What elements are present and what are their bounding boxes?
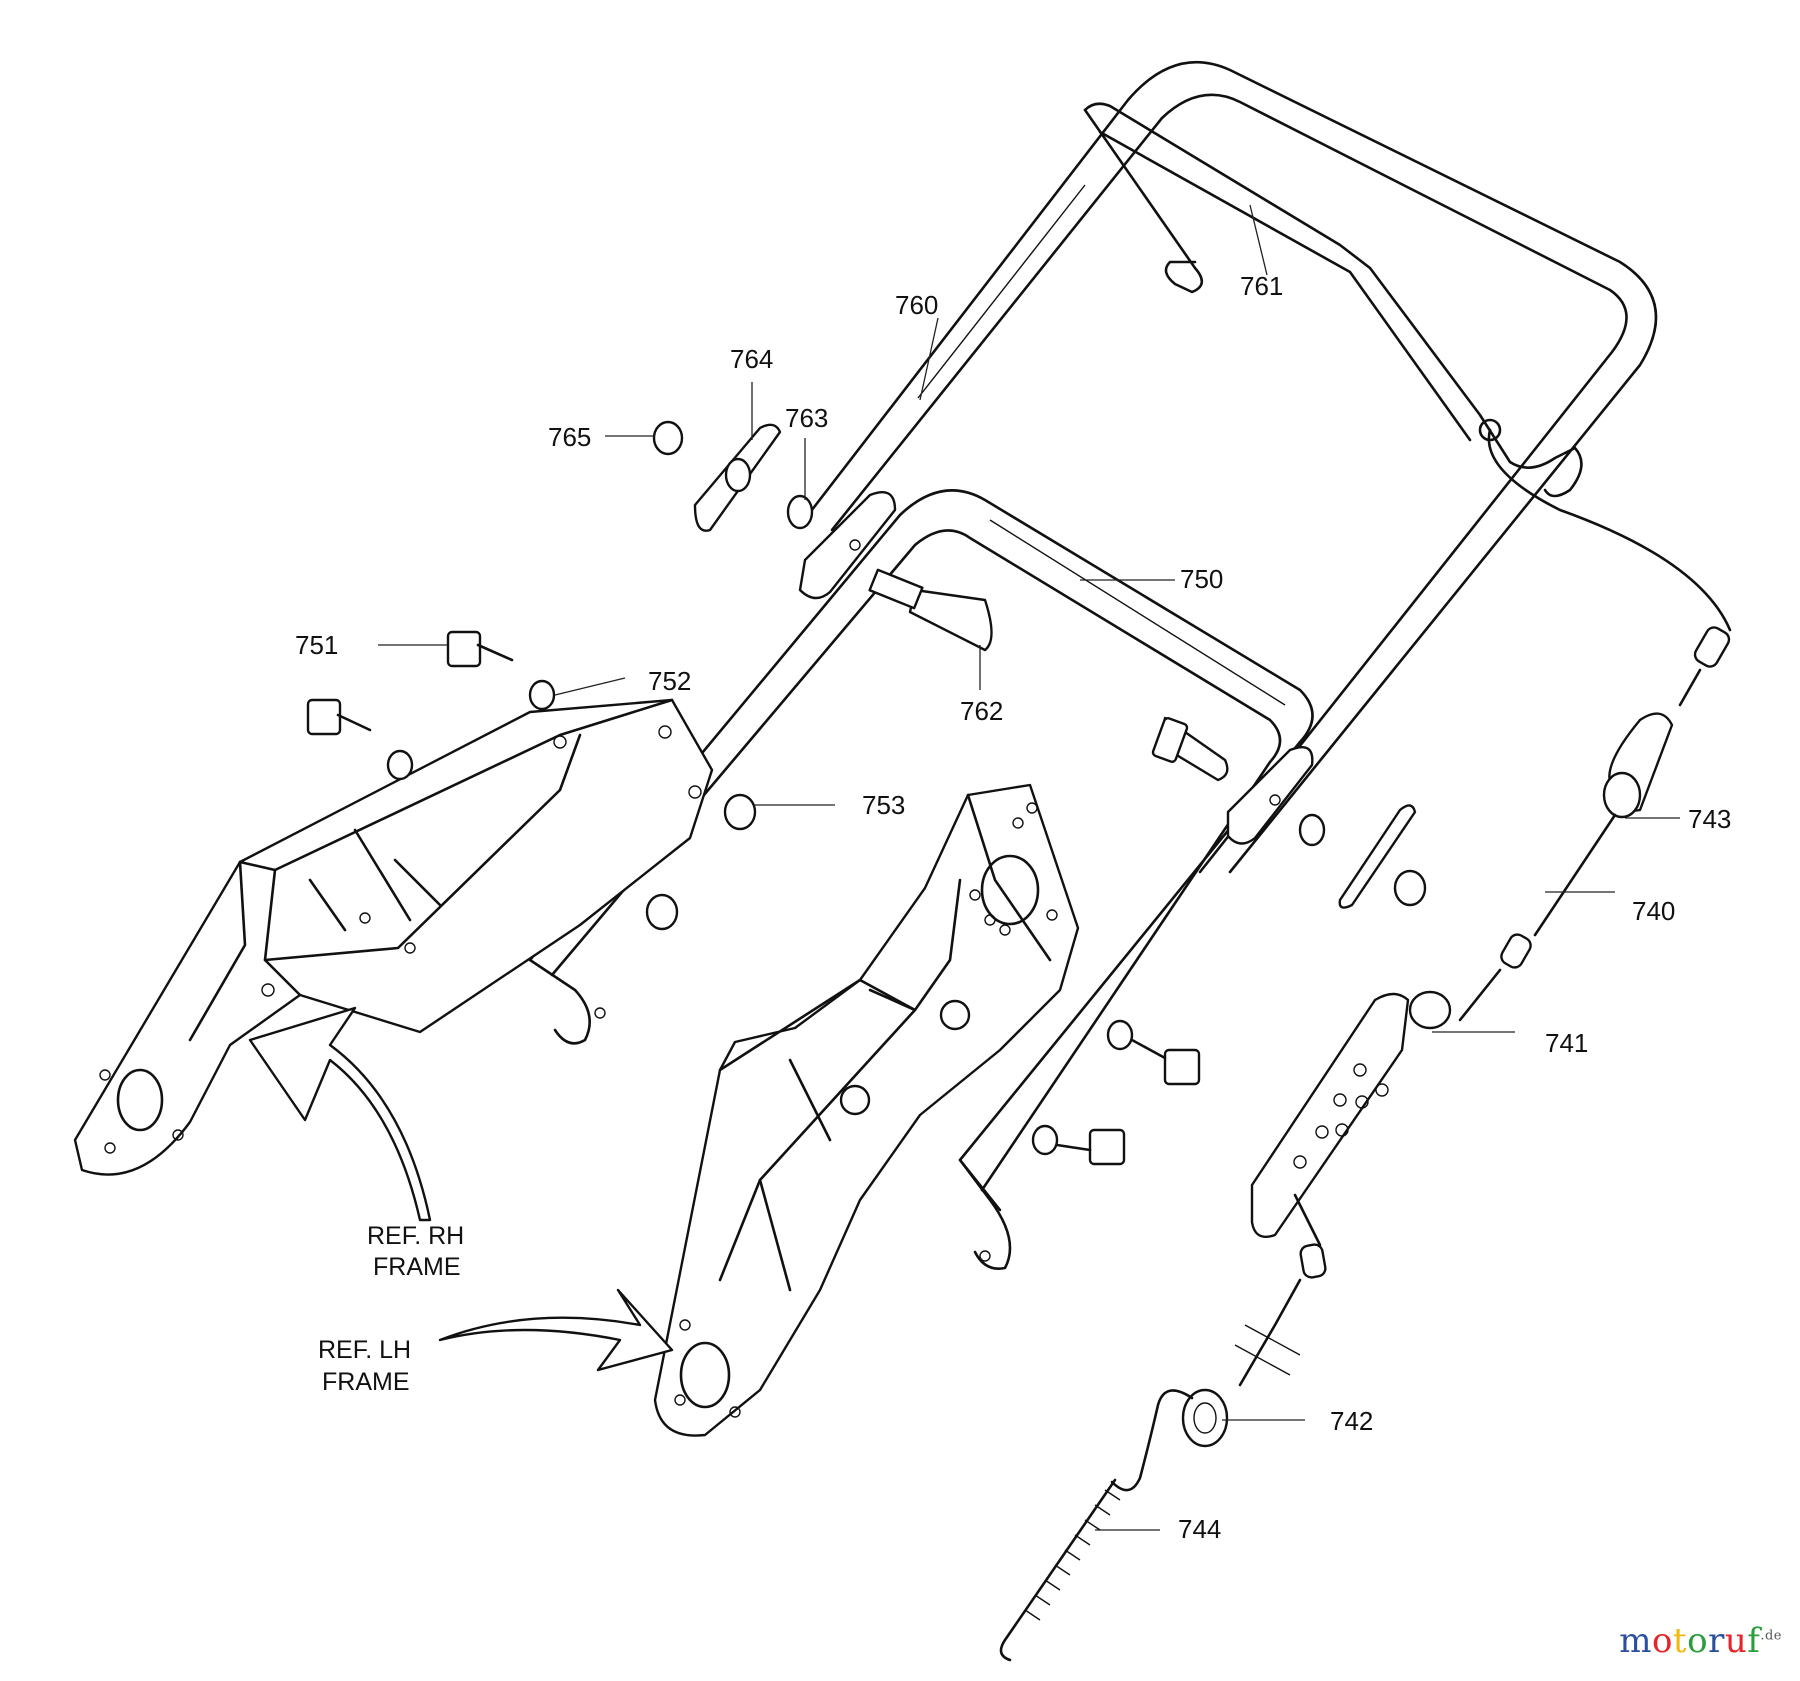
callout-741: 741 <box>1545 1028 1588 1058</box>
wm-u: u <box>1724 1621 1748 1661</box>
callout-740: 740 <box>1632 896 1675 926</box>
callout-762: 762 <box>960 696 1003 726</box>
callout-labels: 761 760 764 763 765 750 751 752 762 753 … <box>295 271 1731 1544</box>
wm-t: t <box>1672 1621 1688 1661</box>
callout-761: 761 <box>1240 271 1283 301</box>
callout-750: 750 <box>1180 564 1223 594</box>
callout-742: 742 <box>1330 1406 1373 1436</box>
rh-frame <box>73 698 714 1176</box>
hardware <box>306 420 1427 1166</box>
wm-m: m <box>1619 1621 1652 1661</box>
upper-handle <box>806 60 1658 874</box>
callout-763: 763 <box>785 403 828 433</box>
cable-assembly <box>999 428 1732 1662</box>
wm-f: f <box>1747 1621 1761 1661</box>
ref-arrows <box>248 1006 674 1372</box>
ref-rh-line1: REF. RH <box>367 1222 464 1250</box>
wm-o2: o <box>1687 1621 1709 1661</box>
ref-rh-line2: FRAME <box>373 1253 461 1281</box>
spring-coils <box>1024 1489 1121 1621</box>
lh-frame <box>653 783 1080 1437</box>
callout-765: 765 <box>548 422 591 452</box>
callout-744: 744 <box>1178 1514 1221 1544</box>
handle-brackets <box>798 490 1314 845</box>
callout-764: 764 <box>730 344 773 374</box>
wm-r: r <box>1708 1621 1725 1661</box>
callout-743: 743 <box>1688 804 1731 834</box>
ref-lh-line2: FRAME <box>322 1368 410 1396</box>
callout-751: 751 <box>295 630 338 660</box>
ref-lh-line1: REF. LH <box>318 1336 411 1364</box>
wm-suffix: .de <box>1760 1628 1782 1644</box>
callout-760: 760 <box>895 290 938 320</box>
leader-lines <box>378 204 1680 1531</box>
bail-wire <box>1083 102 1583 498</box>
wm-o1: o <box>1651 1621 1673 1661</box>
callout-752: 752 <box>648 666 691 696</box>
callout-753: 753 <box>862 790 905 820</box>
reference-labels: REF. RH FRAME REF. LH FRAME <box>318 1222 464 1396</box>
lower-handle <box>528 489 1314 1270</box>
watermark-logo: motoruf.de <box>1619 1621 1782 1661</box>
